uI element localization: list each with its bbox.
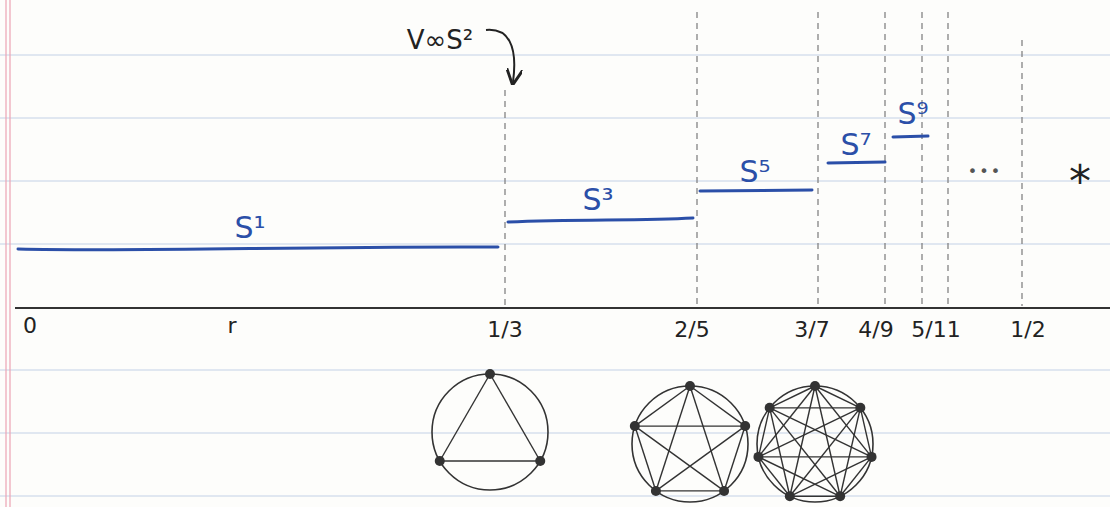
dashed-divider	[505, 12, 1022, 306]
graph-vertex	[535, 456, 545, 466]
graph-edge	[770, 408, 790, 496]
graph-edge	[790, 496, 840, 497]
graph-edge	[770, 407, 861, 408]
axis-label: 1/2	[1010, 319, 1045, 341]
axis-label: 2/5	[674, 319, 709, 341]
graph-vertex	[485, 369, 495, 379]
graph-edge	[790, 457, 872, 496]
axis-label: 4/9	[858, 319, 893, 341]
graph-vertex	[765, 403, 775, 413]
graph-edge	[860, 408, 871, 457]
graph-edge	[690, 386, 724, 491]
graph-edge	[758, 457, 840, 496]
graph-edge	[635, 425, 745, 426]
axis-label: 0	[23, 315, 37, 337]
ellipsis: •••	[968, 164, 1002, 180]
sphere-label: S³	[582, 185, 613, 215]
graph-edge	[815, 386, 860, 408]
axis-label: 3/7	[794, 319, 829, 341]
graph-vertex	[651, 486, 661, 496]
graph-edge	[440, 374, 490, 461]
wedge-label: V∞S²	[407, 27, 473, 53]
graph-edge	[690, 386, 745, 426]
graph-vertex	[685, 381, 695, 391]
graph-edge	[758, 386, 815, 457]
graph-circle	[757, 386, 873, 502]
axis-label: 5/11	[911, 319, 960, 341]
complete-graph	[753, 381, 876, 502]
axis-label: r	[227, 315, 236, 337]
sphere-label: S⁹	[897, 99, 928, 129]
graph-vertex	[810, 381, 820, 391]
ruled-lines	[0, 55, 1110, 496]
sphere-label: S⁷	[840, 130, 871, 160]
graph-edge	[758, 456, 871, 457]
axis-line	[15, 307, 1110, 309]
graph-edge	[758, 408, 860, 457]
graph-edge	[635, 426, 656, 491]
graph-edge	[770, 386, 815, 408]
complete-graph	[432, 369, 548, 490]
complete-graphs	[432, 369, 877, 502]
graph-circle	[632, 386, 748, 502]
graph-edge	[724, 426, 745, 491]
graph-edge	[440, 460, 540, 461]
margin-line	[6, 0, 10, 507]
graph-edge	[656, 426, 745, 491]
graph-vertex	[740, 421, 750, 431]
graph-edge	[790, 408, 861, 496]
graph-edge	[635, 426, 724, 491]
sphere-segment	[18, 136, 928, 250]
asterisk-mark: *	[1069, 160, 1091, 204]
sphere-label: S¹	[234, 213, 265, 243]
graph-circle	[432, 374, 548, 490]
graph-vertex	[855, 403, 865, 413]
graph-vertex	[630, 421, 640, 431]
graph-edge	[758, 408, 769, 457]
complete-graph	[630, 381, 750, 502]
graph-vertex	[867, 452, 877, 462]
graph-vertex	[719, 486, 729, 496]
graph-edge	[770, 408, 841, 496]
graph-vertex	[435, 456, 445, 466]
graph-edge	[656, 386, 690, 491]
graph-edge	[656, 490, 724, 491]
axis-label: 1/3	[487, 319, 522, 341]
graph-edge	[770, 408, 872, 457]
graph-edge	[840, 457, 871, 496]
graph-edge	[490, 374, 540, 461]
graph-vertex	[785, 491, 795, 501]
pointer-arrow	[486, 30, 514, 82]
sphere-label: S⁵	[739, 157, 770, 187]
graph-edge	[635, 386, 690, 426]
graph-vertex	[835, 491, 845, 501]
graph-vertex	[753, 452, 763, 462]
